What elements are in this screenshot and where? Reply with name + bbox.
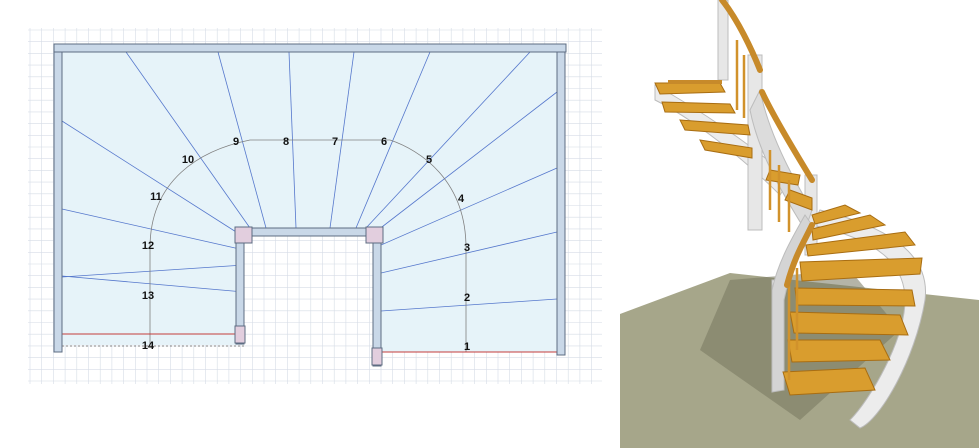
tread [799,257,923,282]
stair-treads [654,82,923,396]
tread-line [380,167,558,246]
step-label: 12 [142,240,154,252]
newel-post-top-left [234,226,253,244]
inner-stringer-right [372,227,382,367]
handrail-middle [759,89,815,183]
stair-3d-render [620,0,979,448]
tread-line [217,51,267,229]
tread [679,119,751,136]
step-label: 2 [464,292,470,304]
step-label: 7 [332,136,338,148]
tread [789,311,909,336]
step-label: 10 [182,154,194,166]
tread-line [355,51,431,229]
balusters [735,40,799,380]
tread [699,139,753,159]
tread-line [61,208,245,251]
tread [805,231,916,257]
step-label: 9 [233,136,239,148]
tread-line [380,231,558,274]
tread [661,101,736,114]
tread-lines [61,51,558,312]
step-label: 11 [150,191,162,203]
step-label: 1 [464,341,470,353]
tread [811,214,887,241]
handrail-top [719,0,763,73]
step-label: 5 [426,154,432,166]
back-wall [53,43,567,53]
step-label: 14 [142,340,155,352]
step-label: 4 [458,193,465,205]
step-label: 8 [283,136,289,148]
tread-line [365,51,531,229]
tread [811,204,862,225]
tread-line [61,264,245,278]
left-wall [53,51,63,353]
tread-line [125,51,251,229]
tread-line [377,91,558,231]
stair-plan: 1 2 3 4 5 6 7 8 9 10 11 12 13 14 [28,28,602,384]
tread [794,287,916,307]
tread [784,189,813,211]
stair-floor-area [62,52,557,352]
step-label: 6 [381,136,387,148]
handrail-lower [784,222,815,288]
tread [765,169,801,186]
tread [782,367,876,396]
inner-stringer-top [243,227,374,237]
tread-line [61,275,245,293]
right-wall [556,51,566,356]
top-newel-post [717,0,729,81]
tread [654,82,726,95]
tread-line [61,120,245,238]
newel-post-top-right [365,226,384,244]
tread-line [380,298,558,312]
newel-post-bottom-right [371,347,383,366]
step-label: 3 [464,242,470,254]
newel-post-bottom-left [234,325,246,344]
walking-line [149,139,467,352]
tread [787,339,891,363]
step-label: 13 [142,290,154,302]
